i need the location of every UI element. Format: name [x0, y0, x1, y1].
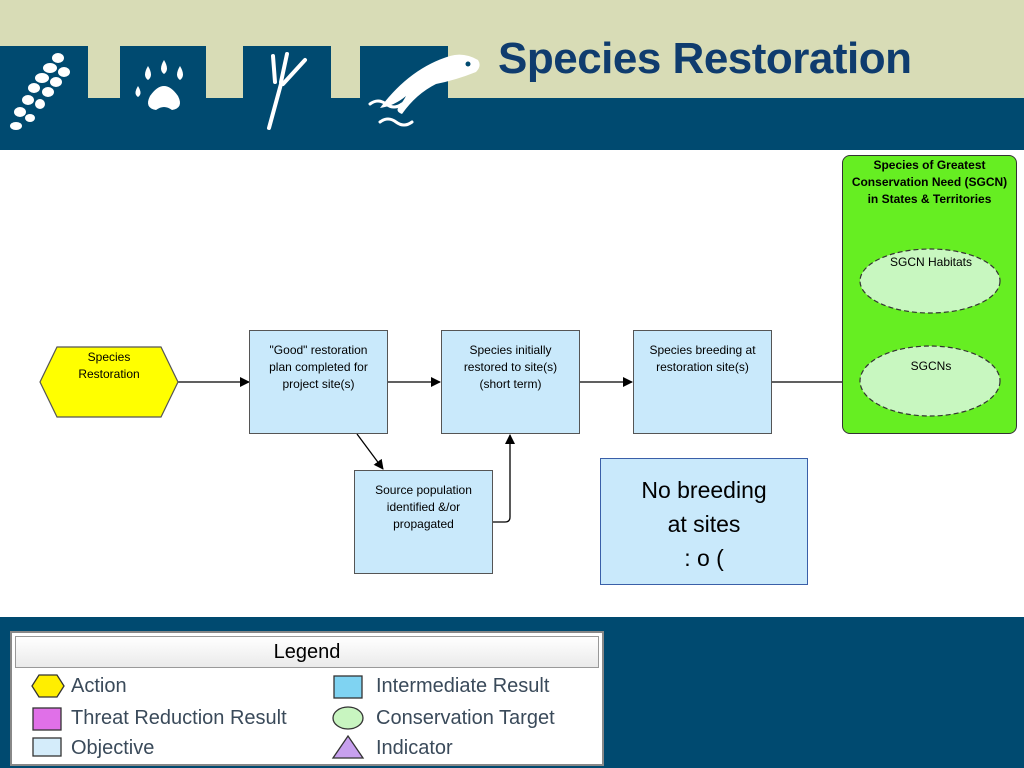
sgcns-label: SGCNs: [910, 359, 952, 373]
legend-action-label: Action: [71, 675, 127, 697]
arrow-plan-to-source: [356, 433, 384, 470]
sgcns-ellipse: [859, 345, 1001, 417]
action-hexagon-icon: [31, 674, 65, 698]
conservation-target-ellipse-icon: [332, 706, 364, 730]
note-line-3: : o (: [684, 545, 724, 571]
note-line-1: No breeding: [641, 477, 767, 503]
legend-threat-reduction-label: Threat Reduction Result: [71, 707, 287, 729]
sgcn-habitats-ellipse: [859, 248, 1001, 314]
action-label: Species Restoration: [78, 350, 140, 381]
note-box: No breeding at sites : o (: [600, 458, 808, 585]
result-species-restored: Species initially restored to site(s) (s…: [441, 330, 580, 434]
boot-print-tile: [0, 46, 88, 130]
legend-heading: Legend: [15, 636, 599, 668]
threat-reduction-square-icon: [32, 707, 62, 731]
arrow-source-to-restored: [493, 434, 515, 523]
legend-objective-label: Objective: [71, 737, 155, 759]
sgcn-habitats-label: SGCN Habitats: [889, 255, 973, 269]
legend-conservation-target-label: Conservation Target: [376, 707, 555, 729]
result-species-breeding: Species breeding at restoration site(s): [633, 330, 772, 434]
page-title: Species Restoration: [498, 34, 912, 83]
note-line-2: at sites: [667, 511, 741, 537]
legend-indicator-label: Indicator: [376, 737, 453, 759]
result-species-breeding-label: Species breeding at restoration site(s): [649, 343, 756, 374]
indicator-triangle-icon: [331, 734, 365, 759]
target-group-title: Species of Greatest Conservation Need (S…: [851, 158, 1008, 206]
intermediate-result-square-icon: [333, 675, 363, 699]
result-restoration-plan: "Good" restoration plan completed for pr…: [249, 330, 388, 434]
target-ellipses: [859, 248, 1001, 417]
objective-square-icon: [32, 737, 62, 757]
result-restoration-plan-label: "Good" restoration plan completed for pr…: [269, 343, 368, 391]
action-hexagon: [39, 346, 179, 418]
animal-tracks-tile: [120, 46, 206, 110]
fish-icon: [368, 54, 480, 127]
result-species-restored-label: Species initially restored to site(s) (s…: [463, 343, 558, 391]
result-source-population: Source population identified &/or propag…: [354, 470, 493, 574]
bird-tracks-icon: [267, 52, 307, 130]
legend-intermediate-result-label: Intermediate Result: [376, 675, 550, 697]
bird-tracks-tile: [243, 46, 331, 130]
legend: Legend Action Threat Reduction Result Ob…: [10, 631, 604, 766]
result-source-population-label: Source population identified &/or propag…: [375, 483, 472, 531]
boot-print-icon: [10, 53, 70, 130]
animal-tracks-icon: [135, 60, 183, 110]
